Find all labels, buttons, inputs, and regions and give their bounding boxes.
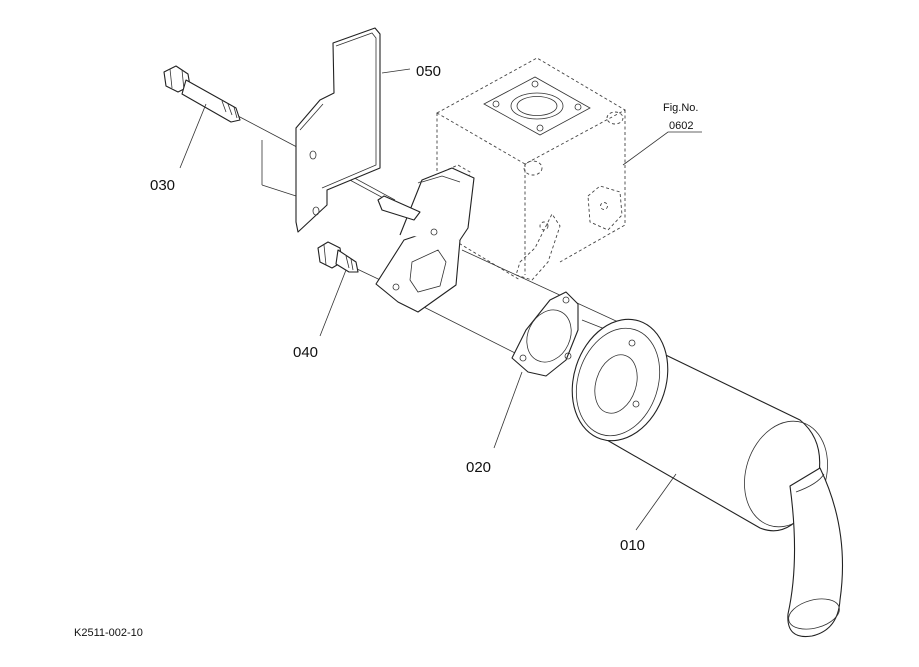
long-bolt-030 (163, 65, 241, 123)
part-number-010: 010 (620, 537, 645, 554)
part-number-040: 040 (293, 344, 318, 361)
gasket-020 (511, 291, 579, 377)
part-number-020: 020 (466, 459, 491, 476)
heat-shield-plate-050 (295, 27, 381, 233)
short-bolt-040 (317, 241, 359, 273)
part-number-050: 050 (416, 63, 441, 80)
fig-no-number: 0602 (669, 120, 693, 132)
drawing-code: K2511-002-10 (74, 627, 143, 639)
part-number-030: 030 (150, 177, 175, 194)
leader-lines (179, 68, 702, 531)
muffler-010 (571, 318, 844, 638)
exhaust-flange-adapter (375, 167, 475, 313)
fig-no-label: Fig.No. (663, 102, 698, 114)
